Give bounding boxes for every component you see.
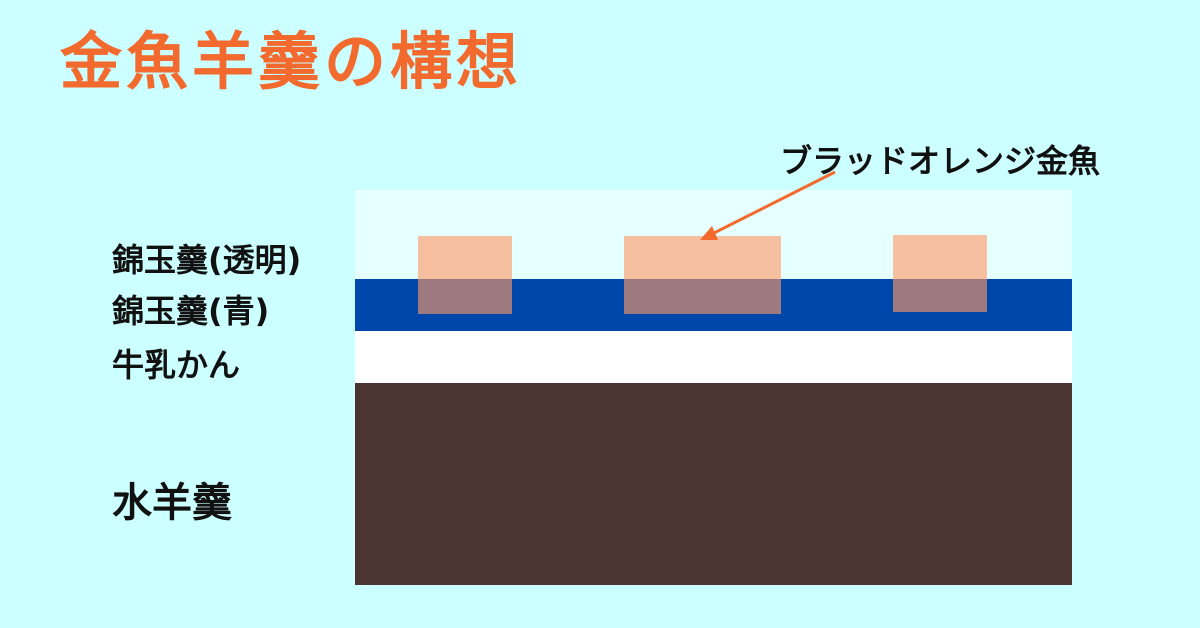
layer-label-blue-jelly: 錦玉羹(青) xyxy=(112,292,270,330)
goldfish-block-right xyxy=(893,235,987,312)
layer-label-mizu-yokan: 水羊羹 xyxy=(112,480,232,526)
goldfish-block-center xyxy=(624,236,781,314)
layer-mizu-yokan xyxy=(355,383,1072,585)
goldfish-block-left xyxy=(418,236,512,314)
layer-label-milk-jelly: 牛乳かん xyxy=(112,346,241,384)
page-title: 金魚羊羹の構想 xyxy=(60,25,523,98)
layer-milk-jelly xyxy=(355,331,1072,383)
layer-label-clear-jelly: 錦玉羹(透明) xyxy=(112,241,302,279)
